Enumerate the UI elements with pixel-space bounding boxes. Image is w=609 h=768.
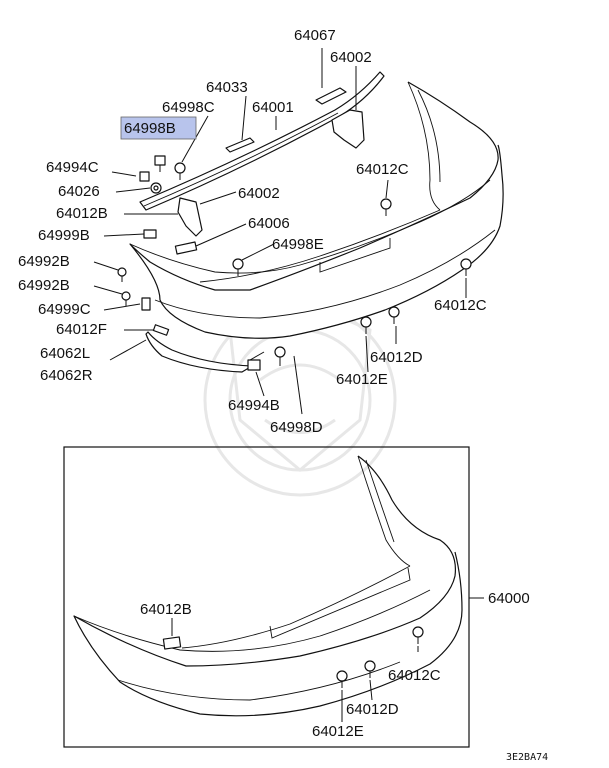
fastener-64998c	[174, 162, 186, 180]
fastener-64999c	[141, 297, 151, 311]
retainer-strip-64001	[139, 71, 385, 211]
label-64067[interactable]: 64067	[294, 27, 336, 44]
label-64999c[interactable]: 64999C	[38, 301, 91, 318]
label-64033[interactable]: 64033	[206, 79, 248, 96]
label-64012c-lower[interactable]: 64012C	[388, 667, 441, 684]
fastener-64998d	[274, 346, 286, 366]
fastener-64994b	[247, 359, 261, 371]
assembly-frame-64000	[63, 446, 470, 748]
label-64026[interactable]: 64026	[58, 183, 100, 200]
label-64062r[interactable]: 64062R	[40, 367, 93, 384]
upper-exploded-assembly	[117, 71, 504, 373]
label-64998c[interactable]: 64998C	[162, 99, 215, 116]
label-64012d-upper[interactable]: 64012D	[370, 349, 423, 366]
fastener-64998b	[154, 155, 166, 172]
label-64998e[interactable]: 64998E	[272, 236, 324, 253]
fastener-64998e	[232, 258, 244, 276]
part-labels-upper: 64067 64002 64033 64998C 64001 64998B 64…	[18, 27, 487, 436]
label-64012b-lower[interactable]: 64012B	[140, 601, 192, 618]
highlight-64998b	[120, 116, 197, 140]
label-64000[interactable]: 64000	[488, 590, 530, 607]
label-64012b-upper[interactable]: 64012B	[56, 205, 108, 222]
label-64999b[interactable]: 64999B	[38, 227, 90, 244]
label-64994c[interactable]: 64994C	[46, 159, 99, 176]
bumper-assembly-lower	[73, 455, 463, 717]
side-bracket-right	[331, 109, 365, 149]
label-64992b-2[interactable]: 64992B	[18, 277, 70, 294]
label-64001[interactable]: 64001	[252, 99, 294, 116]
fastener-64999b	[143, 229, 157, 239]
pad-64033	[225, 137, 255, 153]
fastener-64992b-1	[117, 267, 127, 282]
label-64998d[interactable]: 64998D	[270, 419, 323, 436]
clip-64012c-upper	[380, 198, 392, 216]
clip-64012c-side	[460, 258, 472, 276]
label-64006[interactable]: 64006	[248, 215, 290, 232]
side-bracket-left	[177, 197, 203, 237]
leader-lines-lower	[171, 597, 484, 722]
label-64012c-upper[interactable]: 64012C	[356, 161, 409, 178]
label-64012c-side[interactable]: 64012C	[434, 297, 487, 314]
label-64002-top[interactable]: 64002	[330, 49, 372, 66]
label-64012e-lower[interactable]: 64012E	[312, 723, 364, 740]
label-64012e-upper[interactable]: 64012E	[336, 371, 388, 388]
clip-64012e-upper	[360, 316, 372, 334]
part-labels-lower: 64000 64012B 64012C 64012D 64012E	[140, 590, 530, 740]
clip-64012c-lower	[412, 626, 424, 644]
pad-64012b-lower	[162, 636, 182, 650]
label-64002-mid[interactable]: 64002	[238, 185, 280, 202]
clip-64012e-lower	[336, 670, 348, 688]
label-64012d-lower[interactable]: 64012D	[346, 701, 399, 718]
label-64994b[interactable]: 64994B	[228, 397, 280, 414]
label-64012f[interactable]: 64012F	[56, 321, 107, 338]
pad-64012f	[152, 324, 170, 336]
label-64062l[interactable]: 64062L	[40, 345, 90, 362]
pad-64006	[174, 241, 198, 255]
clip-64012d-lower	[364, 660, 376, 678]
washer-64026	[150, 182, 162, 194]
side-cover-64062	[145, 331, 253, 373]
label-64992b-1[interactable]: 64992B	[18, 253, 70, 270]
fastener-64994c	[139, 171, 150, 182]
diagram-code: 3E2BA74	[506, 752, 548, 763]
label-64998b[interactable]: 64998B	[124, 120, 176, 137]
fastener-64992b-2	[121, 291, 131, 306]
clip-64012d-upper	[388, 306, 400, 324]
leader-lines-upper	[93, 48, 467, 415]
pad-64067	[315, 87, 347, 105]
